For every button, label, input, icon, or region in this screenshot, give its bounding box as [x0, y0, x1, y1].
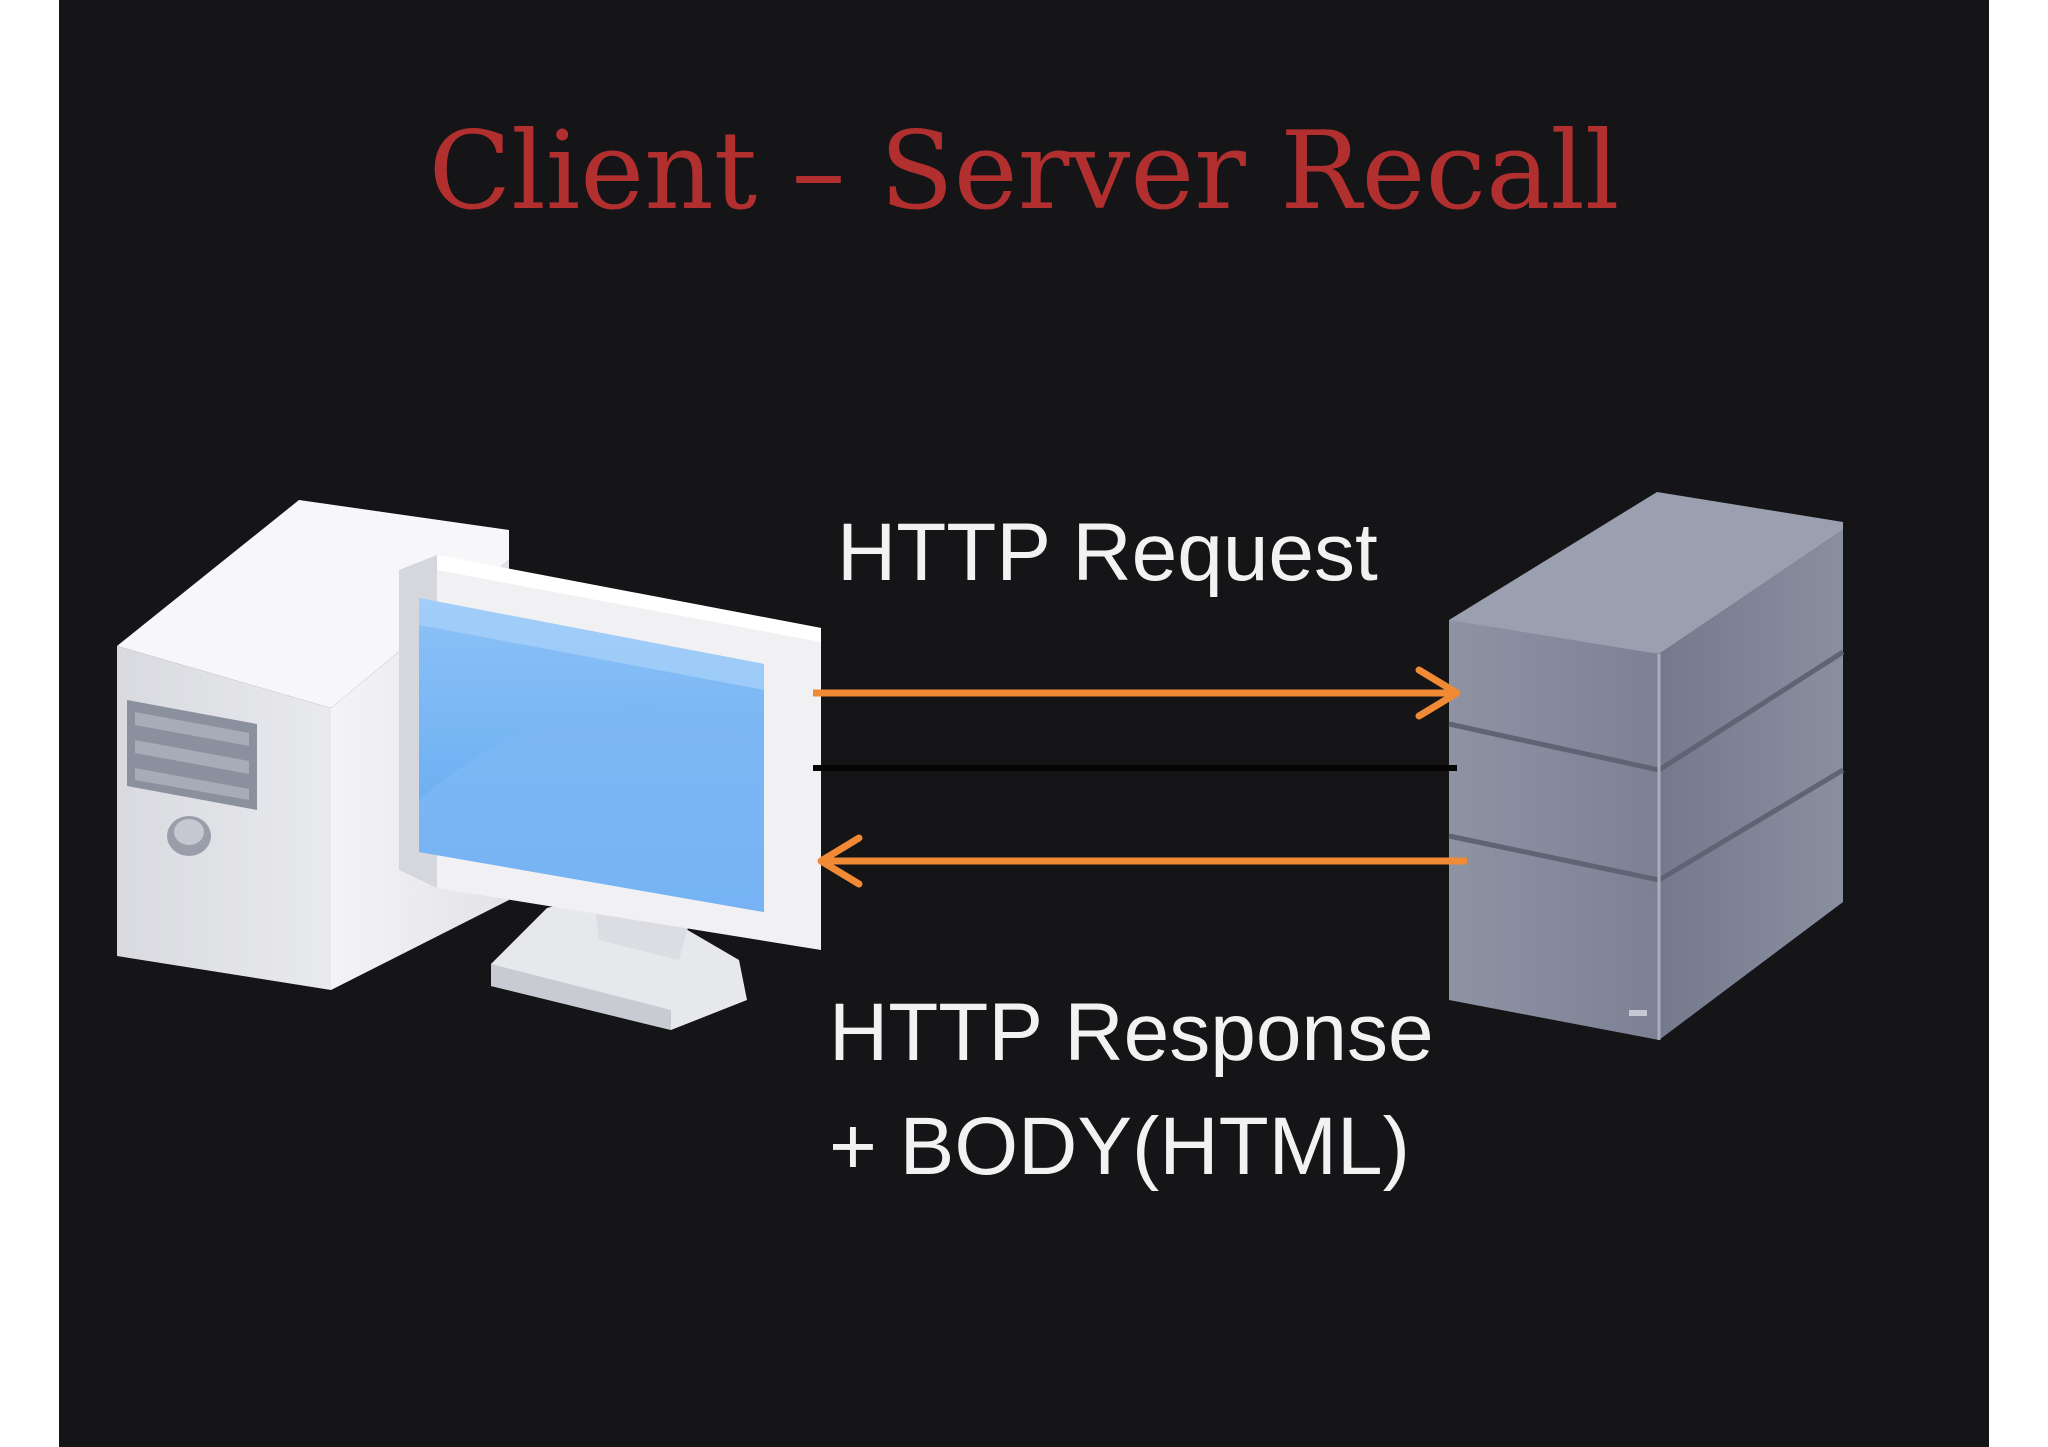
slide-title: Client – Server Recall: [428, 109, 1620, 234]
server-tower-icon: [1448, 492, 1845, 1040]
http-request-label: HTTP Request: [837, 507, 1378, 598]
desktop-computer-icon: [117, 500, 821, 1030]
client-server-diagram: [117, 492, 1845, 1040]
request-arrow: [813, 666, 1461, 720]
slide: Client – Server Recall: [59, 0, 1989, 1447]
http-response-label: HTTP Response + BODY(HTML): [829, 976, 1434, 1204]
response-arrow: [817, 834, 1467, 888]
http-response-line2: + BODY(HTML): [829, 1101, 1410, 1192]
http-response-line1: HTTP Response: [829, 987, 1434, 1078]
